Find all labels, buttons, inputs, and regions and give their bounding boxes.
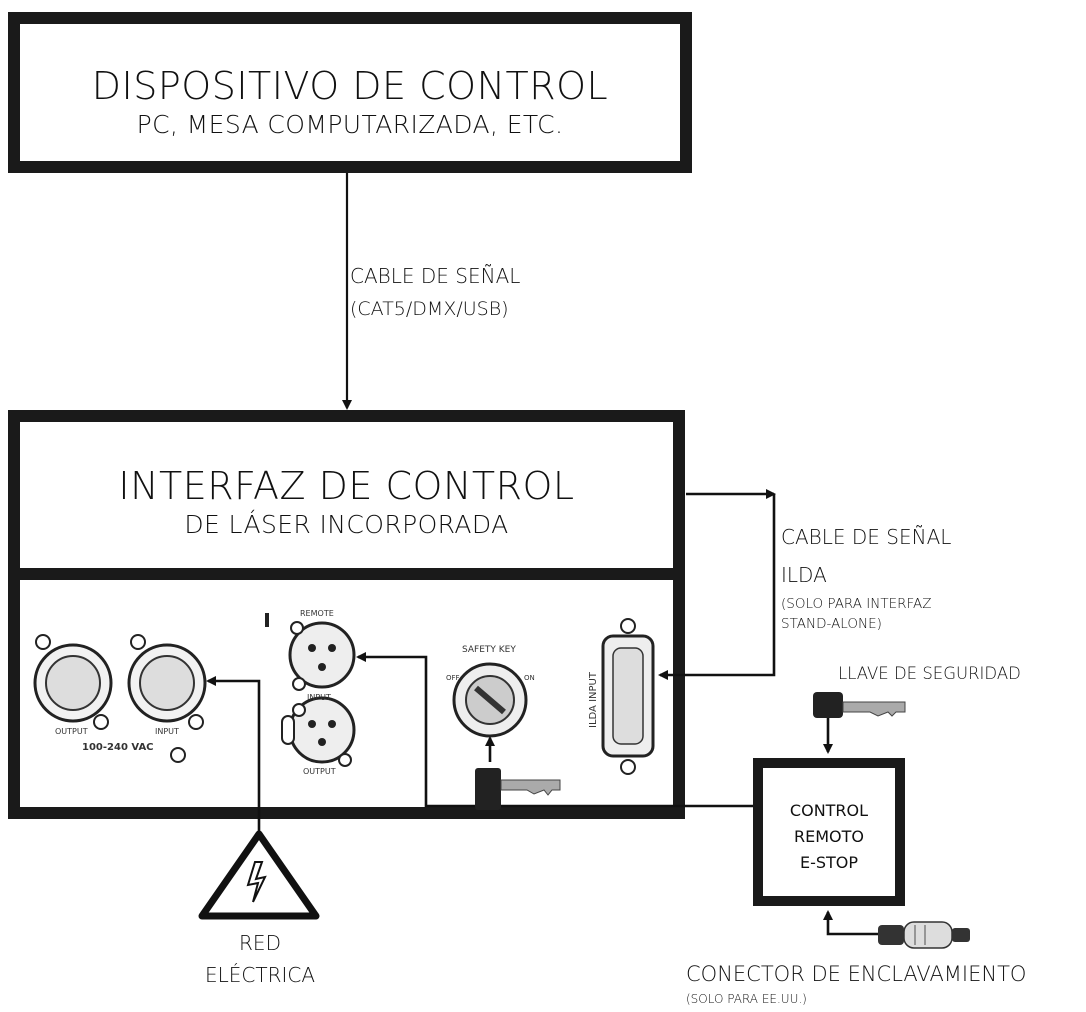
ilda-cable-note: (SOLO PARA INTERFAZ STAND-ALONE) [781,594,932,634]
ilda-db25-connector [601,618,655,775]
interface-title: INTERFAZ DE CONTROL [118,464,575,508]
estop-line2: REMOTO [794,827,864,846]
rear-panel-box [8,568,685,819]
panel-voltage-label: 100-240 VAC [82,742,154,753]
control-device-subtitle: PC, MESA COMPUTARIZADA, ETC. [136,110,564,139]
mains-line2: ELÉCTRICA [204,963,316,987]
panel-input-label: INPUT [155,727,179,736]
mains-line [206,676,261,833]
key-switch [452,662,528,738]
mains-line1: RED [239,931,281,955]
ilda-cable-note-line2: STAND-ALONE) [781,616,882,632]
panel-safety-key-label: SAFETY KEY [462,645,516,655]
panel-dmx-out-label: OUTPUT [303,767,336,776]
panel-dmx-in-label: INPUT [307,693,331,702]
panel-on-label: ON [524,674,535,682]
power-input-connector [127,634,207,730]
ilda-cable-label-2: ILDA [781,563,827,587]
interlock-title: CONECTOR DE ENCLAVAMIENTO [686,962,1027,986]
remote-xlr-connector [265,613,356,691]
interlock-connector-icon [878,921,970,949]
electrical-hazard-icon [198,830,320,920]
interface-box: INTERFAZ DE CONTROL DE LÁSER INCORPORADA [8,410,685,580]
power-output-connector [33,634,113,730]
panel-ilda-label: ILDA INPUT [588,671,599,728]
panel-key-icon [475,768,561,810]
safety-key-icon [813,692,906,718]
ilda-cable-line [658,489,776,680]
control-device-box: DISPOSITIVO DE CONTROL PC, MESA COMPUTAR… [8,12,692,173]
estop-remote-line [356,652,753,808]
interface-subtitle: DE LÁSER INCORPORADA [184,510,509,539]
panel-remote-label: REMOTE [300,609,334,618]
ilda-cable-label: CABLE DE SEÑAL [781,525,952,549]
safety-key-label: LLAVE DE SEGURIDAD [838,664,1021,683]
interlock-note: (SOLO PARA EE.UU.) [686,992,807,1006]
estop-box: CONTROL REMOTO E-STOP [753,758,905,906]
ilda-cable-note-line1: (SOLO PARA INTERFAZ [781,596,932,612]
signal-cable-label: CABLE DE SEÑAL [350,264,521,288]
ground-screw-icon [170,747,186,763]
dmx-xlr-connector [281,696,356,767]
interlock-line [823,910,878,936]
signal-cable-sublabel: (CAT5/DMX/USB) [350,298,509,320]
panel-off-label: OFF [446,674,460,682]
estop-line3: E-STOP [799,853,859,872]
estop-line1: CONTROL [789,801,869,820]
mains-label: RED ELÉCTRICA [190,927,330,991]
control-device-title: DISPOSITIVO DE CONTROL [91,64,609,108]
estop-text: CONTROL REMOTO E-STOP [763,798,895,876]
panel-output-label: OUTPUT [55,727,88,736]
